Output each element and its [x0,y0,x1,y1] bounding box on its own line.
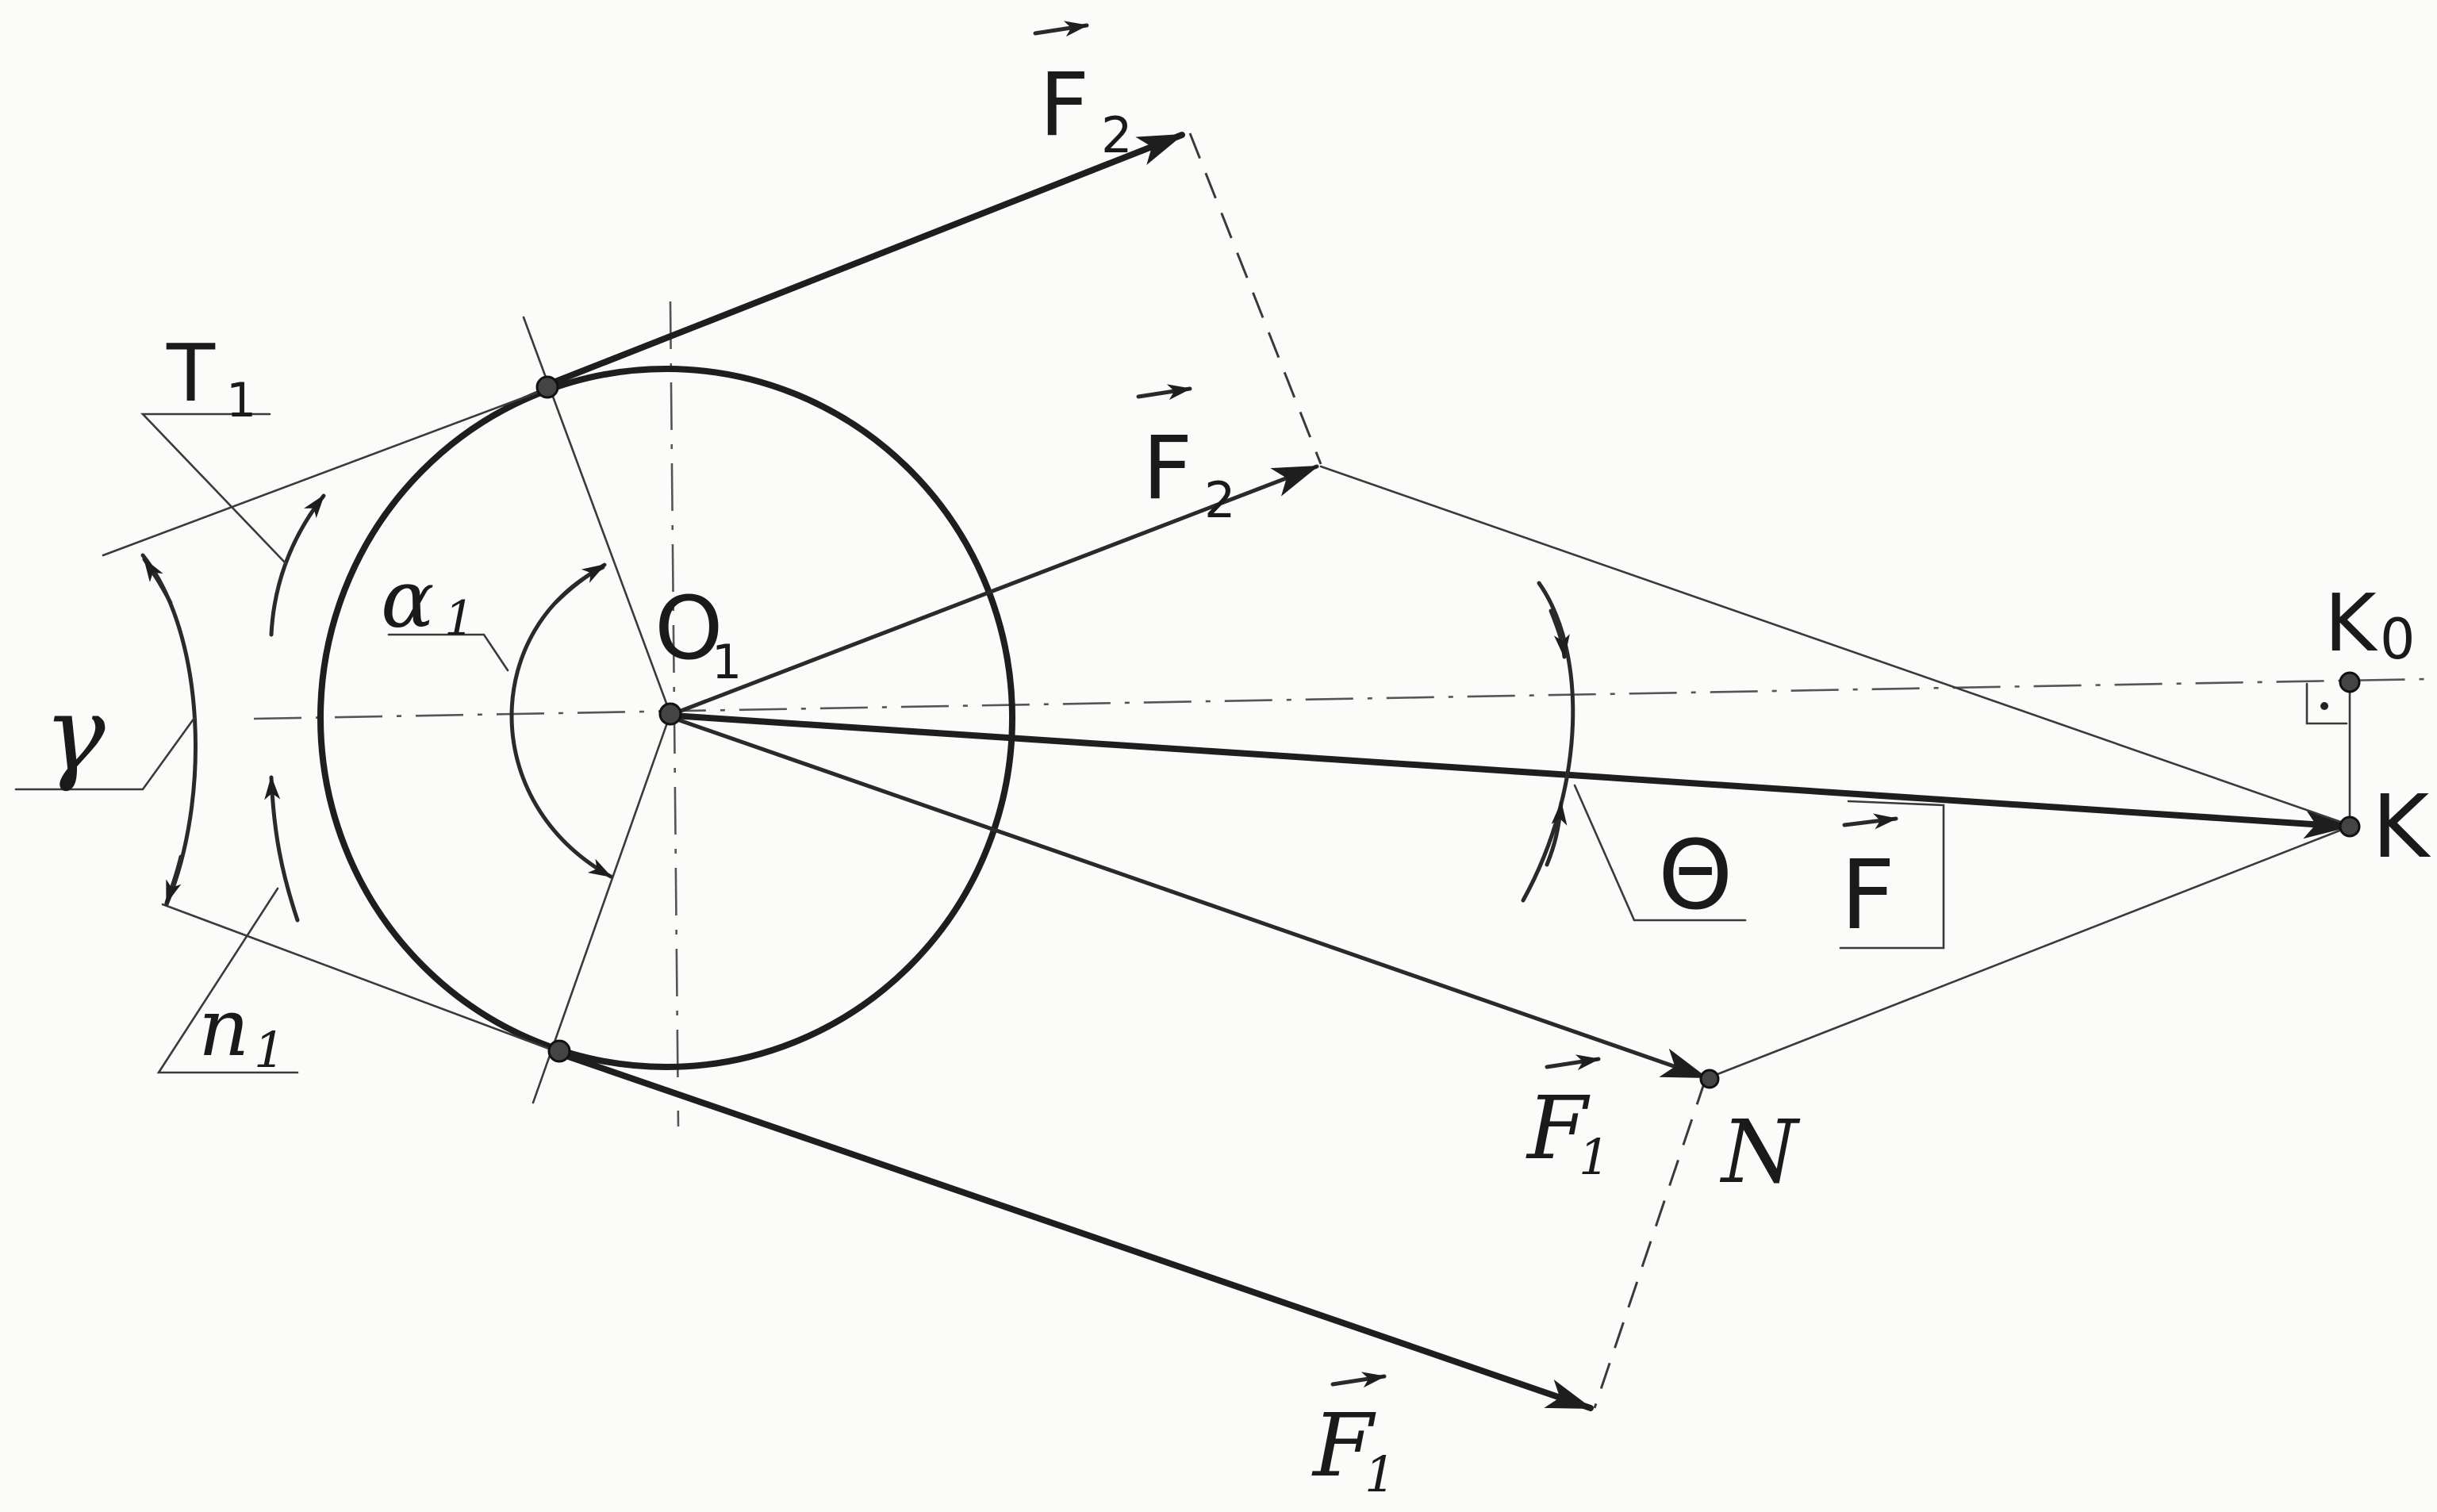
svg-text:T: T [166,327,216,420]
gamma-leader [14,716,196,791]
f-label-box [1839,800,1945,950]
k-point [2339,815,2361,838]
label-f1-bottom: F 1 [1311,1372,1395,1503]
radius-line-lower [532,712,672,1104]
svg-text:K: K [2324,577,2378,670]
rotation-arrow-lower [264,775,300,923]
label-n-point: N [1719,1101,1801,1203]
svg-text:γ: γ [44,673,106,794]
label-alpha1: α 1 [381,553,474,647]
alpha1-arc-start [553,562,607,605]
svg-text:N: N [1719,1101,1801,1203]
svg-text:O: O [654,578,723,679]
k0-point [2339,671,2361,693]
svg-text:F: F [1142,417,1192,519]
dashed-f1-transfer [1593,1078,1707,1409]
label-f2-top: F 2 [1033,21,1132,164]
f2-top-vector [544,132,1185,388]
f2-center-vector [670,464,1319,716]
svg-text:1: 1 [1579,1128,1610,1186]
label-k: K [2372,776,2431,877]
svg-text:K: K [2372,776,2431,877]
belt-tangent-lower [161,903,557,1053]
upper-tangent-point [535,375,559,399]
gamma-arc-arrow-bottom [164,854,183,905]
label-k0: K 0 [2324,577,2416,672]
svg-text:2: 2 [1101,106,1132,164]
theta-arc-arrow-top [1549,608,1570,659]
svg-text:F: F [1840,841,1895,951]
theta-leader [1573,784,1747,922]
svg-text:F: F [1526,1077,1591,1179]
n1-leader [156,887,299,1074]
belt-tangent-upper [102,387,549,557]
svg-text:1: 1 [712,635,742,690]
gamma-arc-arrow-top [142,557,173,605]
f1-center-vector [670,716,1708,1080]
rotation-arrow-upper [269,493,326,637]
svg-text:1: 1 [1364,1445,1395,1503]
svg-text:F: F [1039,54,1089,155]
horizontal-center-axis [253,677,2428,720]
right-angle-dot [2320,702,2328,710]
right-angle-mark [2305,682,2348,725]
svg-text:1: 1 [226,373,256,428]
svg-text:0: 0 [2380,607,2416,672]
theta-arc-arrow-bottom [1545,800,1568,867]
parallelogram-top [1319,465,2351,827]
o1-point [658,702,682,726]
alpha1-leader [387,633,509,672]
f1-bottom-vector [556,1050,1594,1411]
svg-text:1: 1 [444,591,474,647]
label-t1: T 1 [166,327,256,428]
label-f1-mid: F 1 [1526,1054,1610,1186]
t1-leader [140,413,287,565]
svg-text:Θ: Θ [1658,821,1733,931]
label-f2-mid: F 2 [1136,384,1235,529]
label-n1: n 1 [198,981,285,1079]
pulley-circle [317,366,1015,1070]
alpha1-arc [509,565,613,879]
svg-text:1: 1 [254,1021,285,1079]
label-theta: Θ [1658,821,1733,931]
svg-text:n: n [198,981,249,1074]
svg-text:F: F [1311,1395,1376,1496]
resultant-f-vector [670,712,2351,839]
label-gamma: γ [44,673,106,794]
parallelogram-bottom [1708,825,2351,1079]
theta-arc [1521,581,1575,903]
svg-text:2: 2 [1204,471,1235,529]
lower-tangent-point [547,1039,571,1063]
label-o1: O 1 [654,578,742,690]
n-point [1699,1069,1720,1089]
label-f-resultant: F [1840,813,1898,951]
dashed-f2-transfer [1188,132,1322,465]
gamma-arc [140,553,198,907]
svg-text:α: α [381,553,435,646]
